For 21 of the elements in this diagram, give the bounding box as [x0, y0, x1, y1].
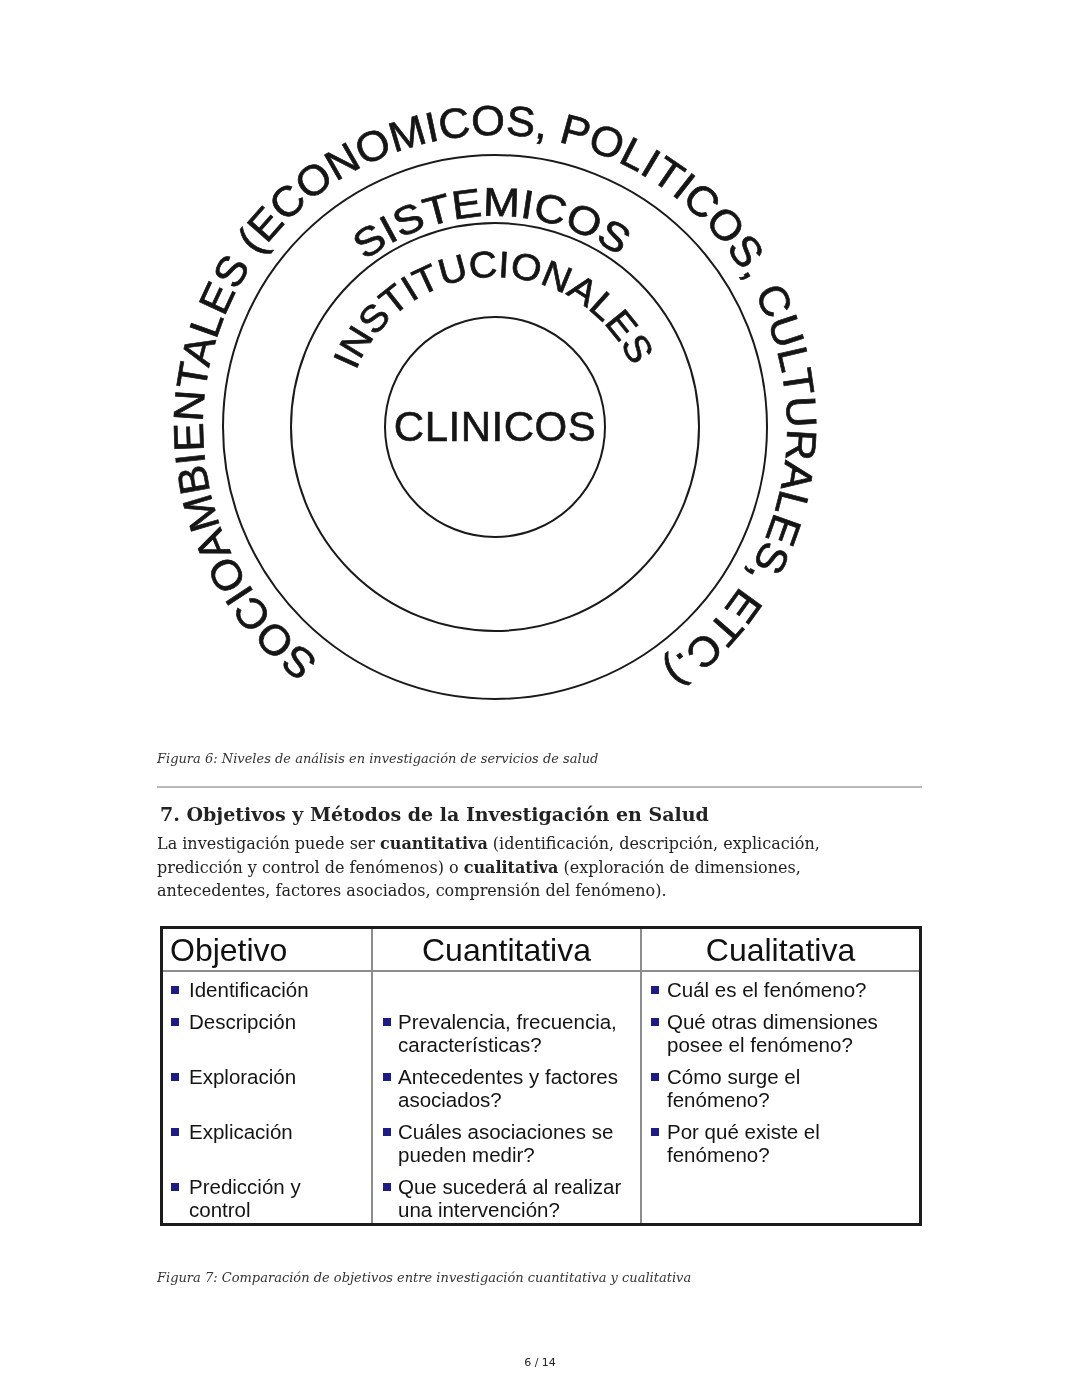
research-question: Qué otras dimensiones posee el fenómeno?: [667, 1010, 879, 1056]
column-header: Objetivo: [170, 931, 288, 968]
objective-item: Predicción y control: [189, 1175, 302, 1221]
research-question: Por qué existe el fenómeno?: [667, 1120, 821, 1166]
figure-caption: Figura 7: Comparación de objetivos entre investigación cuantitativa y cualitativa: [157, 1269, 692, 1287]
research-question: Que sucederá al realizar una intervención?: [398, 1175, 623, 1221]
research-question: Cuál es el fenómeno?: [667, 978, 868, 1001]
objective-item: Descripción: [189, 1010, 298, 1033]
objective-item: Identificación: [189, 978, 310, 1001]
research-question: Prevalencia, frecuencia, características?: [398, 1010, 618, 1056]
figure-caption: Figura 6: Niveles de análisis en investigación de servicios de salud: [157, 750, 599, 768]
section-heading: 7. Objetivos y Métodos de la Investigación en Salud: [160, 802, 709, 827]
column-header: Cualitativa: [705, 931, 856, 968]
objective-item: Exploración: [189, 1065, 298, 1088]
research-question: Antecedentes y factores asociados?: [398, 1065, 619, 1111]
page-number: 6 / 14: [524, 1355, 556, 1371]
column-header: Cuantitativa: [422, 931, 591, 968]
research-question: Cuáles asociaciones se pueden medir?: [398, 1120, 615, 1166]
objective-item: Explicación: [189, 1120, 294, 1143]
research-question: Cómo surge el fenómeno?: [667, 1065, 802, 1111]
body-paragraph: La investigación puede ser cuantitativa (identificación, descripción, explicación, predicción y control de fenómenos) o cualitativa (exploración de dimensiones, antecedentes, factores asociados, comprensión del fenómeno).: [157, 833, 821, 902]
